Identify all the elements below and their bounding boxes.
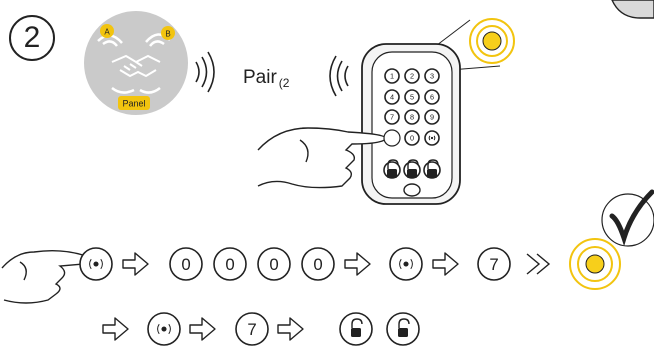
sequence-key: 7: [477, 247, 511, 281]
keypad-key: [383, 159, 401, 179]
key-label: 4: [390, 93, 394, 102]
keypad-key: [423, 159, 441, 179]
step-number: 2: [23, 21, 41, 54]
pair-text: Pair: [243, 67, 277, 88]
badge-panel: Panel: [122, 99, 145, 109]
keypad-led-large: [469, 18, 515, 64]
sequence-key: [386, 312, 420, 346]
badge-b: B: [165, 30, 170, 39]
arrow-outline-icon: [344, 252, 371, 276]
keypad-key: 0: [404, 130, 420, 146]
sequence-key: [339, 312, 373, 346]
finger-pointing-hand: [1, 249, 90, 304]
result-led: [569, 238, 621, 290]
keypad-key: [424, 130, 440, 146]
panel-badge: A B Panel: [84, 11, 188, 115]
pair-label: Pair(2: [243, 67, 289, 90]
keypad-keys: 1 2 3 4 5 6 7 8 9 0: [383, 68, 441, 197]
arrow-outline-icon: [189, 317, 216, 341]
key-label: 6: [430, 93, 434, 102]
key-label: 5: [410, 93, 414, 102]
double-chevron-icon: [526, 253, 551, 275]
step-circle: [9, 15, 55, 61]
sequence-row-2: 7: [102, 312, 420, 346]
keypad-key: 8: [404, 109, 420, 125]
key-label: 0: [181, 255, 190, 274]
pair-key-pressed: [383, 129, 401, 147]
keypad-key: 1: [384, 68, 400, 84]
handshake-icon: [111, 54, 161, 78]
corner-shape: [611, 0, 654, 19]
keypad-key: 9: [424, 109, 440, 125]
key-label: 9: [430, 113, 434, 122]
sequence-key: [147, 312, 181, 346]
key-label: 0: [313, 255, 322, 274]
keypad-key: 5: [404, 89, 420, 105]
key-label: 0: [410, 134, 414, 143]
arrow-outline-icon: [122, 252, 149, 276]
badge-a: A: [104, 28, 110, 37]
key-label: 0: [269, 255, 278, 274]
key-label: 2: [410, 72, 414, 81]
sequence-key: 0: [301, 247, 335, 281]
keypad-key: [403, 159, 421, 179]
sequence-key: 0: [257, 247, 291, 281]
checkmark-icon: [601, 189, 654, 247]
keypad-key: 7: [384, 109, 400, 125]
key-label: 7: [247, 320, 256, 339]
sequence-key: [79, 247, 113, 281]
sequence-row-1: 0 0 0 0 7: [79, 247, 511, 281]
sequence-key: [389, 247, 423, 281]
logo-key: [403, 183, 421, 197]
keypad-key: 6: [424, 89, 440, 105]
arrow-outline-icon: [277, 317, 304, 341]
arrow-outline-icon: [102, 317, 129, 341]
keypad-key: 3: [424, 68, 440, 84]
key-label: 7: [390, 113, 394, 122]
key-label: 1: [390, 72, 394, 81]
sequence-key: 0: [213, 247, 247, 281]
keypad-key: 4: [384, 89, 400, 105]
signal-waves-icon: [195, 51, 215, 93]
arrow-outline-icon: [432, 252, 459, 276]
sequence-key: 0: [169, 247, 203, 281]
sequence-key: 7: [235, 312, 269, 346]
key-label: 3: [430, 72, 434, 81]
finger-pointing-hand: [257, 127, 387, 189]
key-label: 8: [410, 113, 414, 122]
signal-waves-icon: [329, 55, 349, 97]
key-label: 0: [225, 255, 234, 274]
keypad-key: 2: [404, 68, 420, 84]
key-label: 7: [489, 255, 498, 274]
pair-sub: (2: [278, 76, 290, 90]
